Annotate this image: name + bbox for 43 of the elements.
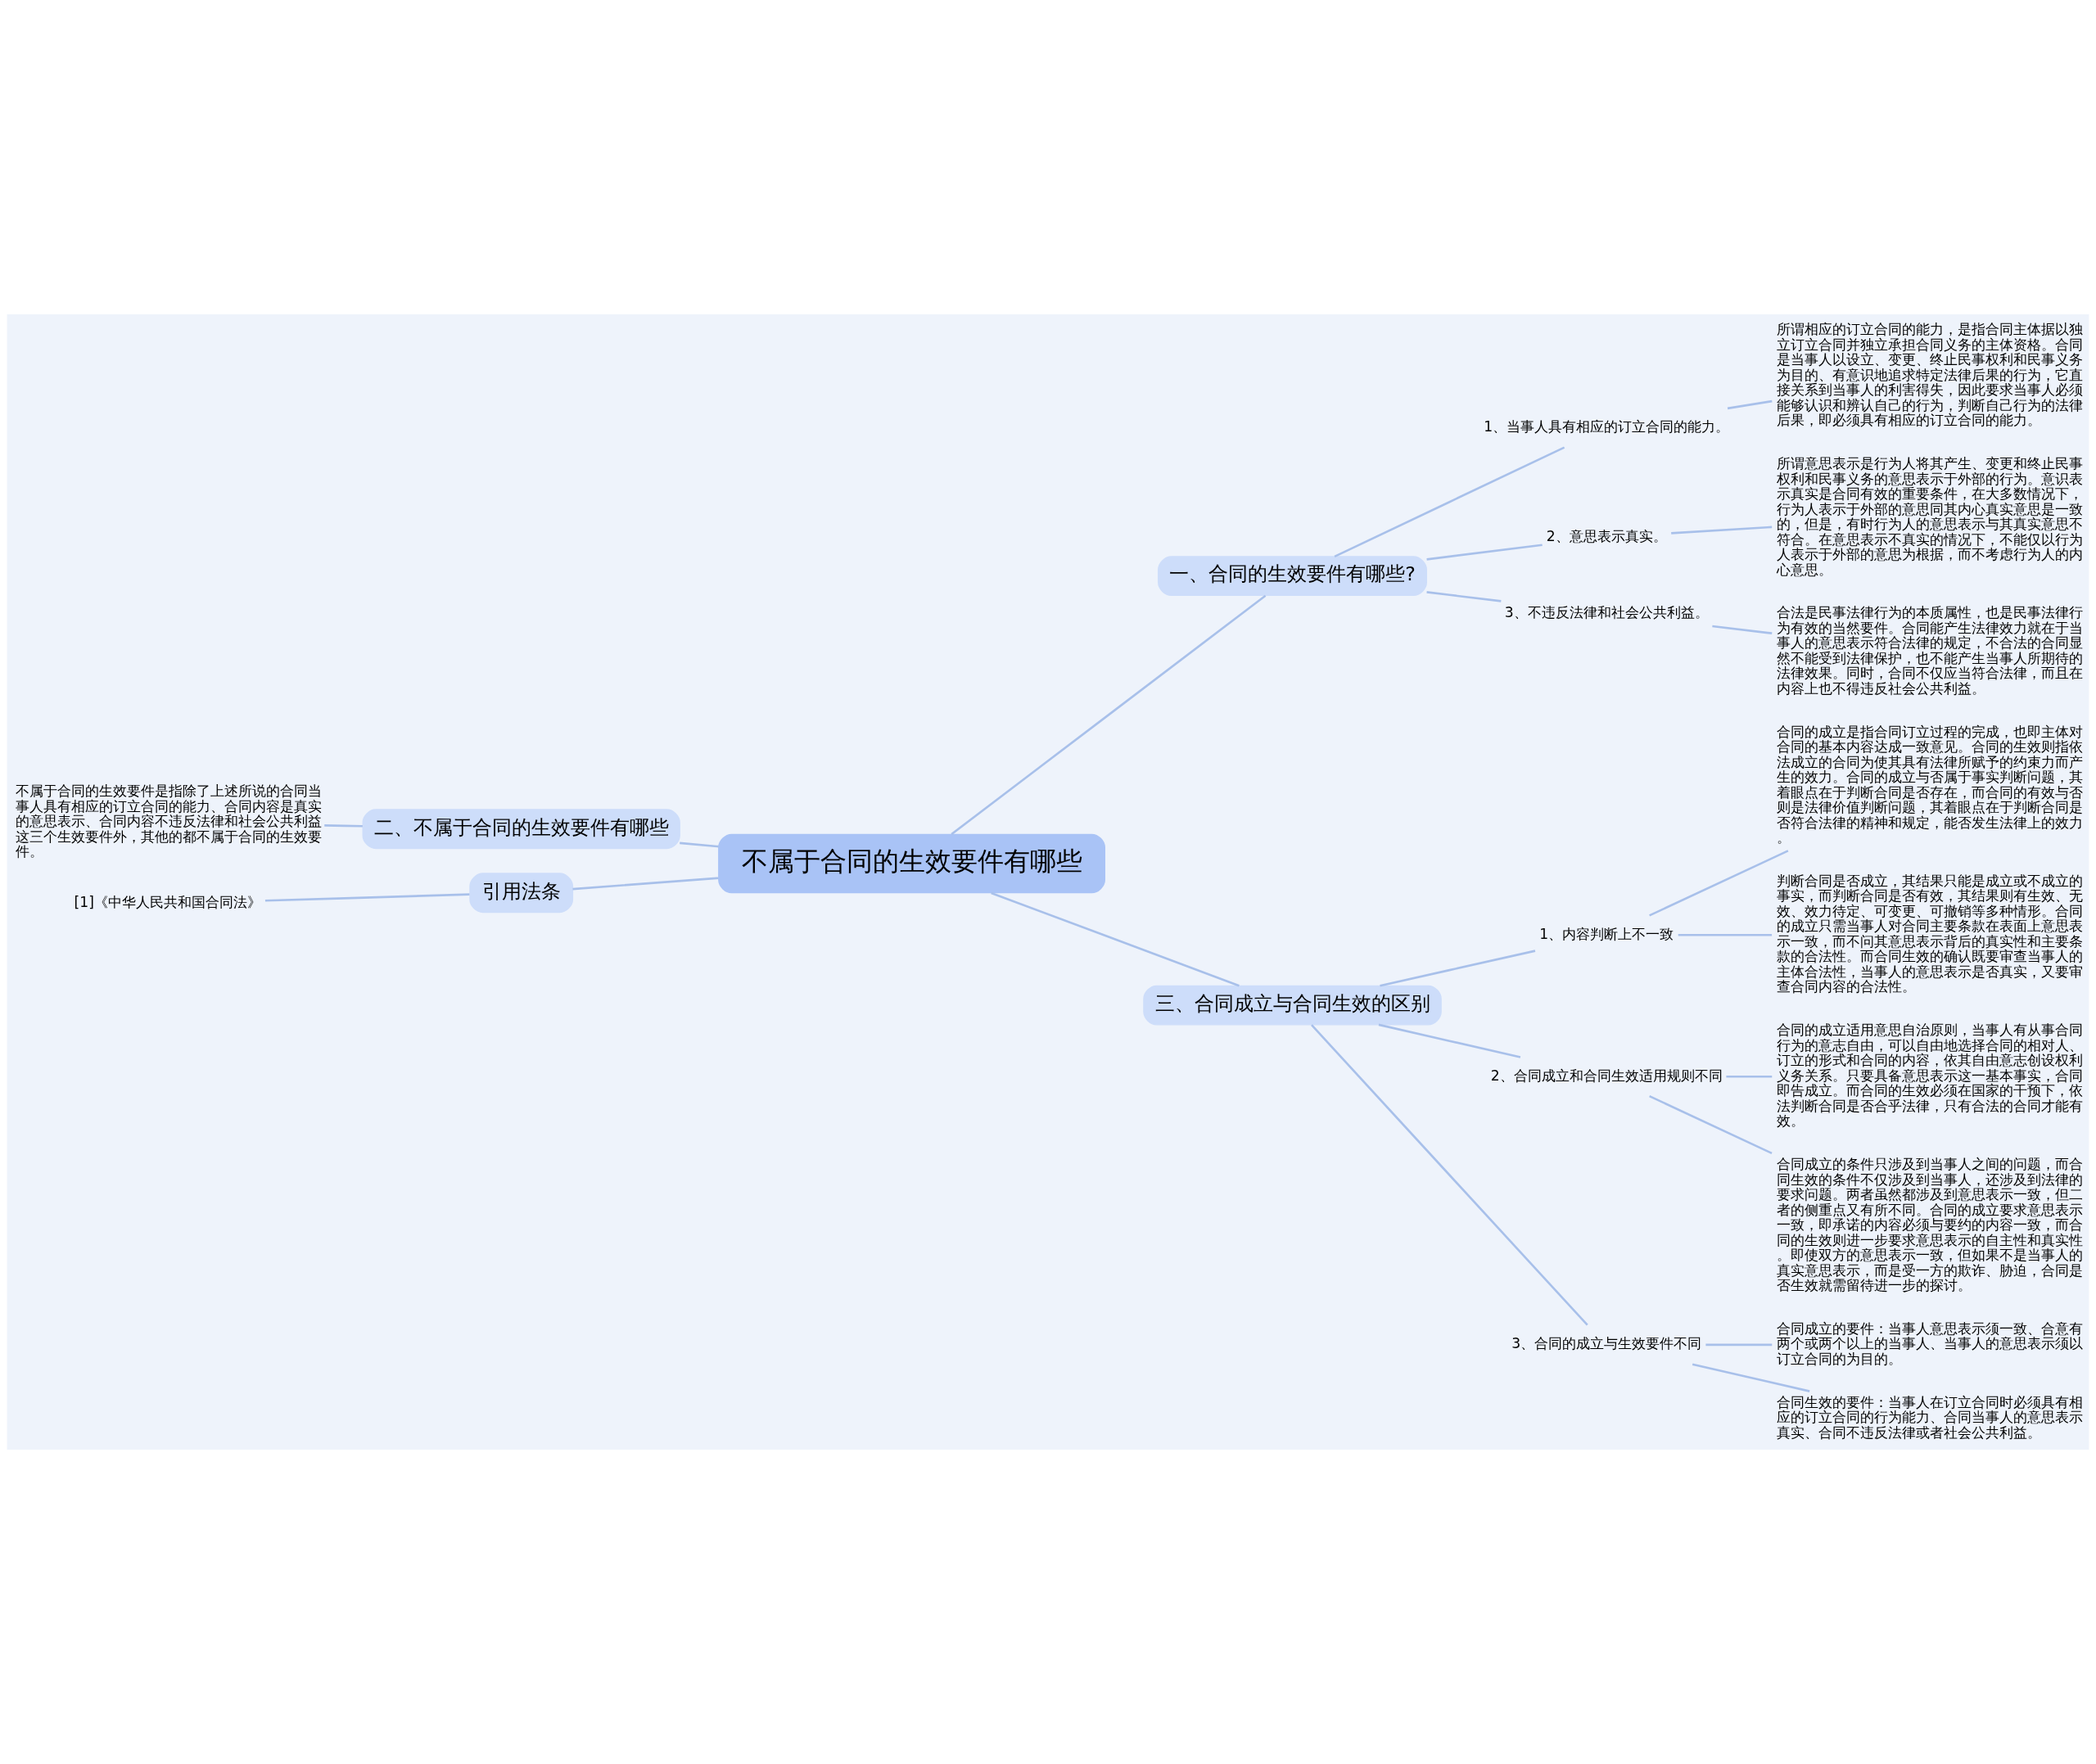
connector [951, 594, 1267, 836]
node-text: 合同的成立是指合同订立过程的完成，也即主体对合同的基本内容达成一致意见。合同的生效则指依法成立的合同为使其具有法律所赋予的约束力而产生的效力。合同的成立与否属于事实判断问题，其着眼点在于判断合同是否存在，而合同的有效与否则是法律价值判断问题，其着眼点在于判断合同是否符合法律的精神和规定，能否发生法律上的效力。 [1776, 723, 2083, 846]
connector [1649, 850, 1789, 917]
connector [324, 824, 363, 828]
node-box: 不属于合同的生效要件有哪些 [718, 833, 1105, 894]
connector [1311, 1024, 1588, 1326]
node-text: 所谓意思表示是行为人将其产生、变更和终止民事权利和民事义务的意思表示于外部的行为。意识表示真实是合同有效的重要条件，在大多数情况下，行为人表示于外部的意思同其内心真实意思是一致的，但是，有时行为人的意思表示与其真实意思不符合。在意思表示不真实的情况下，不能仅以行为人表示于外部的意思为根据，而不考虑行为人的内心意思。 [1776, 455, 2083, 578]
node-text: [1]《中华人民共和国合同法》 [74, 894, 261, 911]
connector [1727, 399, 1773, 410]
connector [680, 841, 719, 848]
node-text: 合法是民事法律行为的本质属性，也是民事法律行为有效的当然要件。合同能产生法律效力就在于当事人的意思表示符合法律的规定，不合法的合同显然不能受到法律保护，也不能产生当事人所期待的法律效果。同时，合同不仅应当符合法律，而且在内容上也不得违反社会公共利益。 [1776, 604, 2083, 697]
node-text: 3、合同的成立与生效要件不同 [1511, 1335, 1702, 1352]
node-text: 判断合同是否成立，其结果只能是成立或不成立的事实，而判断合同是否有效，其结果则有生效、无效、效力待定、可变更、可撤销等多种情形。合同的成立只需当事人对合同主要条款在表面上意思表示一致，而不问其意思表示背后的真实性和主要条款的合法性。而合同生效的确认既要审查当事人的主体合法性，当事人的意思表示是否真实，又要审查合同内容的合法性。 [1776, 872, 2083, 995]
node-box: 引用法条 [469, 873, 574, 914]
node-text: 2、合同成立和合同生效适用规则不同 [1490, 1067, 1723, 1084]
node-box: 二、不属于合同的生效要件有哪些 [362, 809, 680, 850]
connector [1712, 625, 1773, 634]
node-text: 1、当事人具有相应的订立合同的能力。 [1484, 418, 1730, 435]
node-box: 一、合同的生效要件有哪些? [1158, 556, 1427, 597]
connector [1726, 1075, 1773, 1078]
connector [991, 891, 1240, 987]
connector [1380, 950, 1536, 987]
node-text: 合同成立的要件：当事人意思表示须一致、合意有两个或两个以上的当事人、当事人的意思表示须以订立合同的为目的。 [1776, 1320, 2083, 1367]
node-text: 合同成立的条件只涉及到当事人之间的问题，而合同生效的条件不仅涉及到当事人，还涉及到法律的要求问题。两者虽然都涉及到意思表示一致，但二者的侧重点又有所不同。合同的成立要求意思表示一致，即承诺的内容必须与要约的内容一致，而合同的生效则进一步要求意思表示的自主性和真实性。即使双方的意思表示一致，但如果不是当事人的真实意思表示，而是受一方的欺诈、胁迫，合同是否生效就需留待进一步的探讨。 [1776, 1156, 2083, 1294]
connector [1649, 1094, 1773, 1155]
node-text: 所谓相应的订立合同的能力，是指合同主体据以独立订立合同并独立承担合同义务的主体资格。合同是当事人以设立、变更、终止民事权利和民事义务为目的、有意识地追求特定法律后果的行为，它直接关系到当事人的利害得失，因此要求当事人必须能够认识和辨认自己的行为，判断自己行为的法律后果，即必须具有相应的订立合同的能力。 [1776, 321, 2083, 429]
connector [1692, 1363, 1810, 1392]
connector [1671, 526, 1773, 535]
connector [572, 877, 719, 891]
node-text: 不属于合同的生效要件是指除了上述所说的合同当事人具有相应的订立合同的能力、合同内容是真实的意思表示、合同内容不违反法律和社会公共利益这三个生效要件外，其他的都不属于合同的生效要件。 [16, 783, 323, 860]
connector [1705, 1343, 1773, 1347]
connector [1426, 591, 1502, 602]
node-box: 三、合同成立与合同生效的区别 [1143, 985, 1442, 1026]
node-text: 2、意思表示真实。 [1546, 527, 1667, 544]
node-text: 合同的成立适用意思自治原则，当事人有从事合同行为的意志自由，可以自由地选择合同的相对人、订立的形式和合同的内容，依其自由意志创设权利义务关系。只要具备意思表示这一基本事实，合同即告成立。而合同的生效必须在国家的干预下，依法判断合同是否合乎法律，只有合法的合同才能有效。 [1776, 1022, 2083, 1130]
connector [1426, 544, 1543, 561]
node-text: 1、内容判断上不一致 [1539, 925, 1674, 942]
node-text: 3、不违反法律和社会公共利益。 [1504, 604, 1709, 621]
node-text: 合同生效的要件：当事人在订立合同时必须具有相应的订立合同的行为能力、合同当事人的意思表示真实、合同不违反法律或者社会公共利益。 [1776, 1393, 2083, 1441]
connector [264, 893, 470, 902]
connector [1378, 1023, 1521, 1058]
connector [1678, 933, 1773, 936]
connector [1334, 446, 1565, 558]
